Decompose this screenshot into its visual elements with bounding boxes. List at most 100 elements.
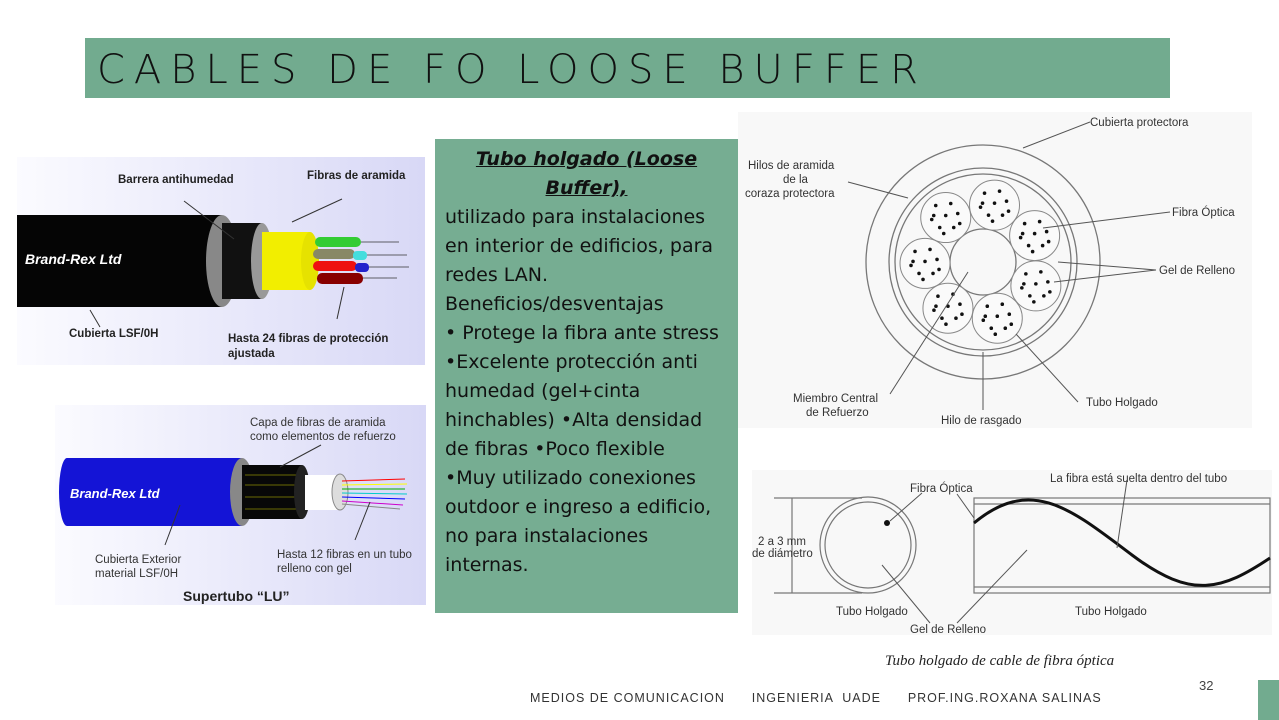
label-cubierta-2: material LSF/0H (95, 568, 178, 580)
label-hilos-1: Hilos de aramida (748, 160, 835, 172)
label-tubo-holgado-right: Tubo Holgado (1075, 606, 1147, 618)
label-capa-1: Capa de fibras de aramida (250, 417, 386, 429)
fiber-dot (1009, 322, 1014, 327)
label-gel-relleno: Gel de Relleno (1159, 265, 1235, 277)
textbox-heading: Tubo holgado (Loose Buffer), (475, 148, 698, 199)
label-barrera: Barrera antihumedad (118, 174, 234, 186)
label-hasta-2: relleno con gel (277, 563, 352, 575)
label-miembro-1: Miembro Central (793, 393, 878, 405)
label-fibra-optica-2: Fibra Óptica (910, 482, 973, 495)
loose-tubes (899, 179, 1062, 344)
fiber-dot (936, 294, 940, 299)
fiber-dot (989, 326, 994, 331)
fiber-dot (1028, 294, 1032, 298)
cable-image-tight-buffer: Brand-Rex Ltd Barrera antihumedad Fibras… (17, 157, 425, 365)
description-textbox: Tubo holgado (Loose Buffer), utilizado p… (435, 139, 738, 613)
slide-footer: MEDIOS DE COMUNICACION INGENIERIA UADE P… (530, 691, 1102, 705)
fiber-dot (943, 213, 948, 218)
fiber-dot (937, 225, 942, 230)
fiber-dot (929, 217, 934, 222)
title-bar: CABLES DE FO LOOSE BUFFER (85, 38, 1170, 98)
fiber-dot (985, 304, 990, 309)
fiber-dot (1003, 326, 1008, 331)
fiber-dot (1000, 302, 1005, 307)
fiber-dot (909, 263, 913, 268)
cable-image-supertubo: Brand-Rex Ltd Capa de fibras de aramida … (55, 405, 426, 605)
fiber-dot (1020, 231, 1025, 236)
fiber-dot (1032, 231, 1037, 236)
fiber-dot (1024, 272, 1028, 276)
fiber-dot (1044, 229, 1049, 234)
fiber-dot (997, 189, 1002, 193)
fiber-dot (928, 247, 932, 252)
label-diametro-2: de diámetro (752, 548, 813, 560)
fiber-dot (931, 271, 935, 276)
fiber-dot (1039, 270, 1043, 274)
fiber-dot (911, 259, 915, 264)
textbox-line: Beneficios/desventajas (445, 293, 664, 315)
fiber-dot (935, 257, 939, 262)
fiber-dot (1018, 235, 1023, 240)
label-cubierta: Cubierta LSF/0H (69, 328, 158, 340)
fiber-dot (983, 314, 988, 319)
loose-tube-diagram: Fibra Óptica La fibra está suelta dentro… (752, 470, 1272, 635)
figure-caption: Tubo holgado de cable de fibra óptica (885, 653, 1115, 669)
label-tubo-holgado: Tubo Holgado (1086, 397, 1158, 409)
label-hilo-rasgado: Hilo de rasgado (941, 415, 1022, 427)
fiber-dot (980, 201, 985, 205)
fiber-dot (1030, 249, 1035, 254)
fiber-dot (1040, 243, 1045, 248)
loose-tube (1009, 210, 1061, 262)
fiber-dot (992, 201, 997, 205)
loose-tube (971, 292, 1023, 344)
textbox-line: •Excelente protección anti humedad (gel+… (445, 351, 703, 460)
textbox-line: • Protege la fibra ante stress (445, 322, 719, 344)
loose-tube (1010, 260, 1062, 312)
brand-label: Brand-Rex Ltd (25, 251, 122, 267)
fiber-dot (932, 308, 936, 313)
fiber-dot (1000, 213, 1005, 217)
fiber-dot (1048, 290, 1052, 294)
brand-label-2: Brand-Rex Ltd (70, 486, 161, 501)
label-capa-2: como elementos de refuerzo (250, 431, 396, 443)
label-hasta-1: Hasta 12 fibras en un tubo (277, 549, 412, 561)
fiber-dot (1004, 199, 1009, 203)
fiber-dot (1026, 243, 1031, 248)
fiber-dot (1032, 300, 1036, 304)
label-aramida: Fibras de aramida (307, 170, 406, 182)
fiber-dot (951, 225, 956, 230)
textbox-line: utilizado para instalaciones en interior… (445, 206, 714, 286)
fiber-dot (993, 332, 998, 337)
fiber-dot (1006, 209, 1011, 213)
label-hasta-2: ajustada (228, 348, 275, 360)
fiber-dot (1034, 282, 1038, 286)
loose-tube (969, 179, 1021, 231)
fiber-dot (917, 271, 921, 276)
fiber-dot (981, 318, 986, 323)
fiber-dot (978, 205, 983, 209)
fiber-dot (1037, 219, 1042, 224)
fiber-dot (960, 312, 964, 317)
corner-accent (1258, 680, 1279, 720)
page-number: 32 (1199, 678, 1214, 693)
label-fibra-optica: Fibra Óptica (1172, 206, 1235, 219)
fiber-dot (995, 314, 1000, 319)
fiber-dot (1020, 286, 1024, 290)
textbox-line: •Muy utilizado conexiones outdoor e ingr… (445, 467, 712, 576)
fiber-dot (923, 259, 927, 264)
fiber-dot (1007, 312, 1012, 317)
label-hasta-1: Hasta 24 fibras de protección (228, 333, 388, 345)
slide-title: CABLES DE FO LOOSE BUFFER (97, 47, 927, 93)
label-diametro-1: 2 a 3 mm (758, 536, 806, 548)
loose-tube (899, 237, 951, 289)
fiber-dot (934, 304, 938, 309)
fiber-dot (1046, 280, 1050, 284)
fiber-dot (1022, 221, 1027, 226)
label-tubo-holgado-left: Tubo Holgado (836, 606, 908, 618)
loose-tube (920, 192, 972, 244)
fiber-dot (940, 316, 944, 321)
fiber-dot (937, 267, 941, 272)
fiber-dot (1046, 239, 1051, 244)
fiber-dot (1042, 294, 1046, 298)
label-miembro-2: de Refuerzo (806, 407, 869, 419)
